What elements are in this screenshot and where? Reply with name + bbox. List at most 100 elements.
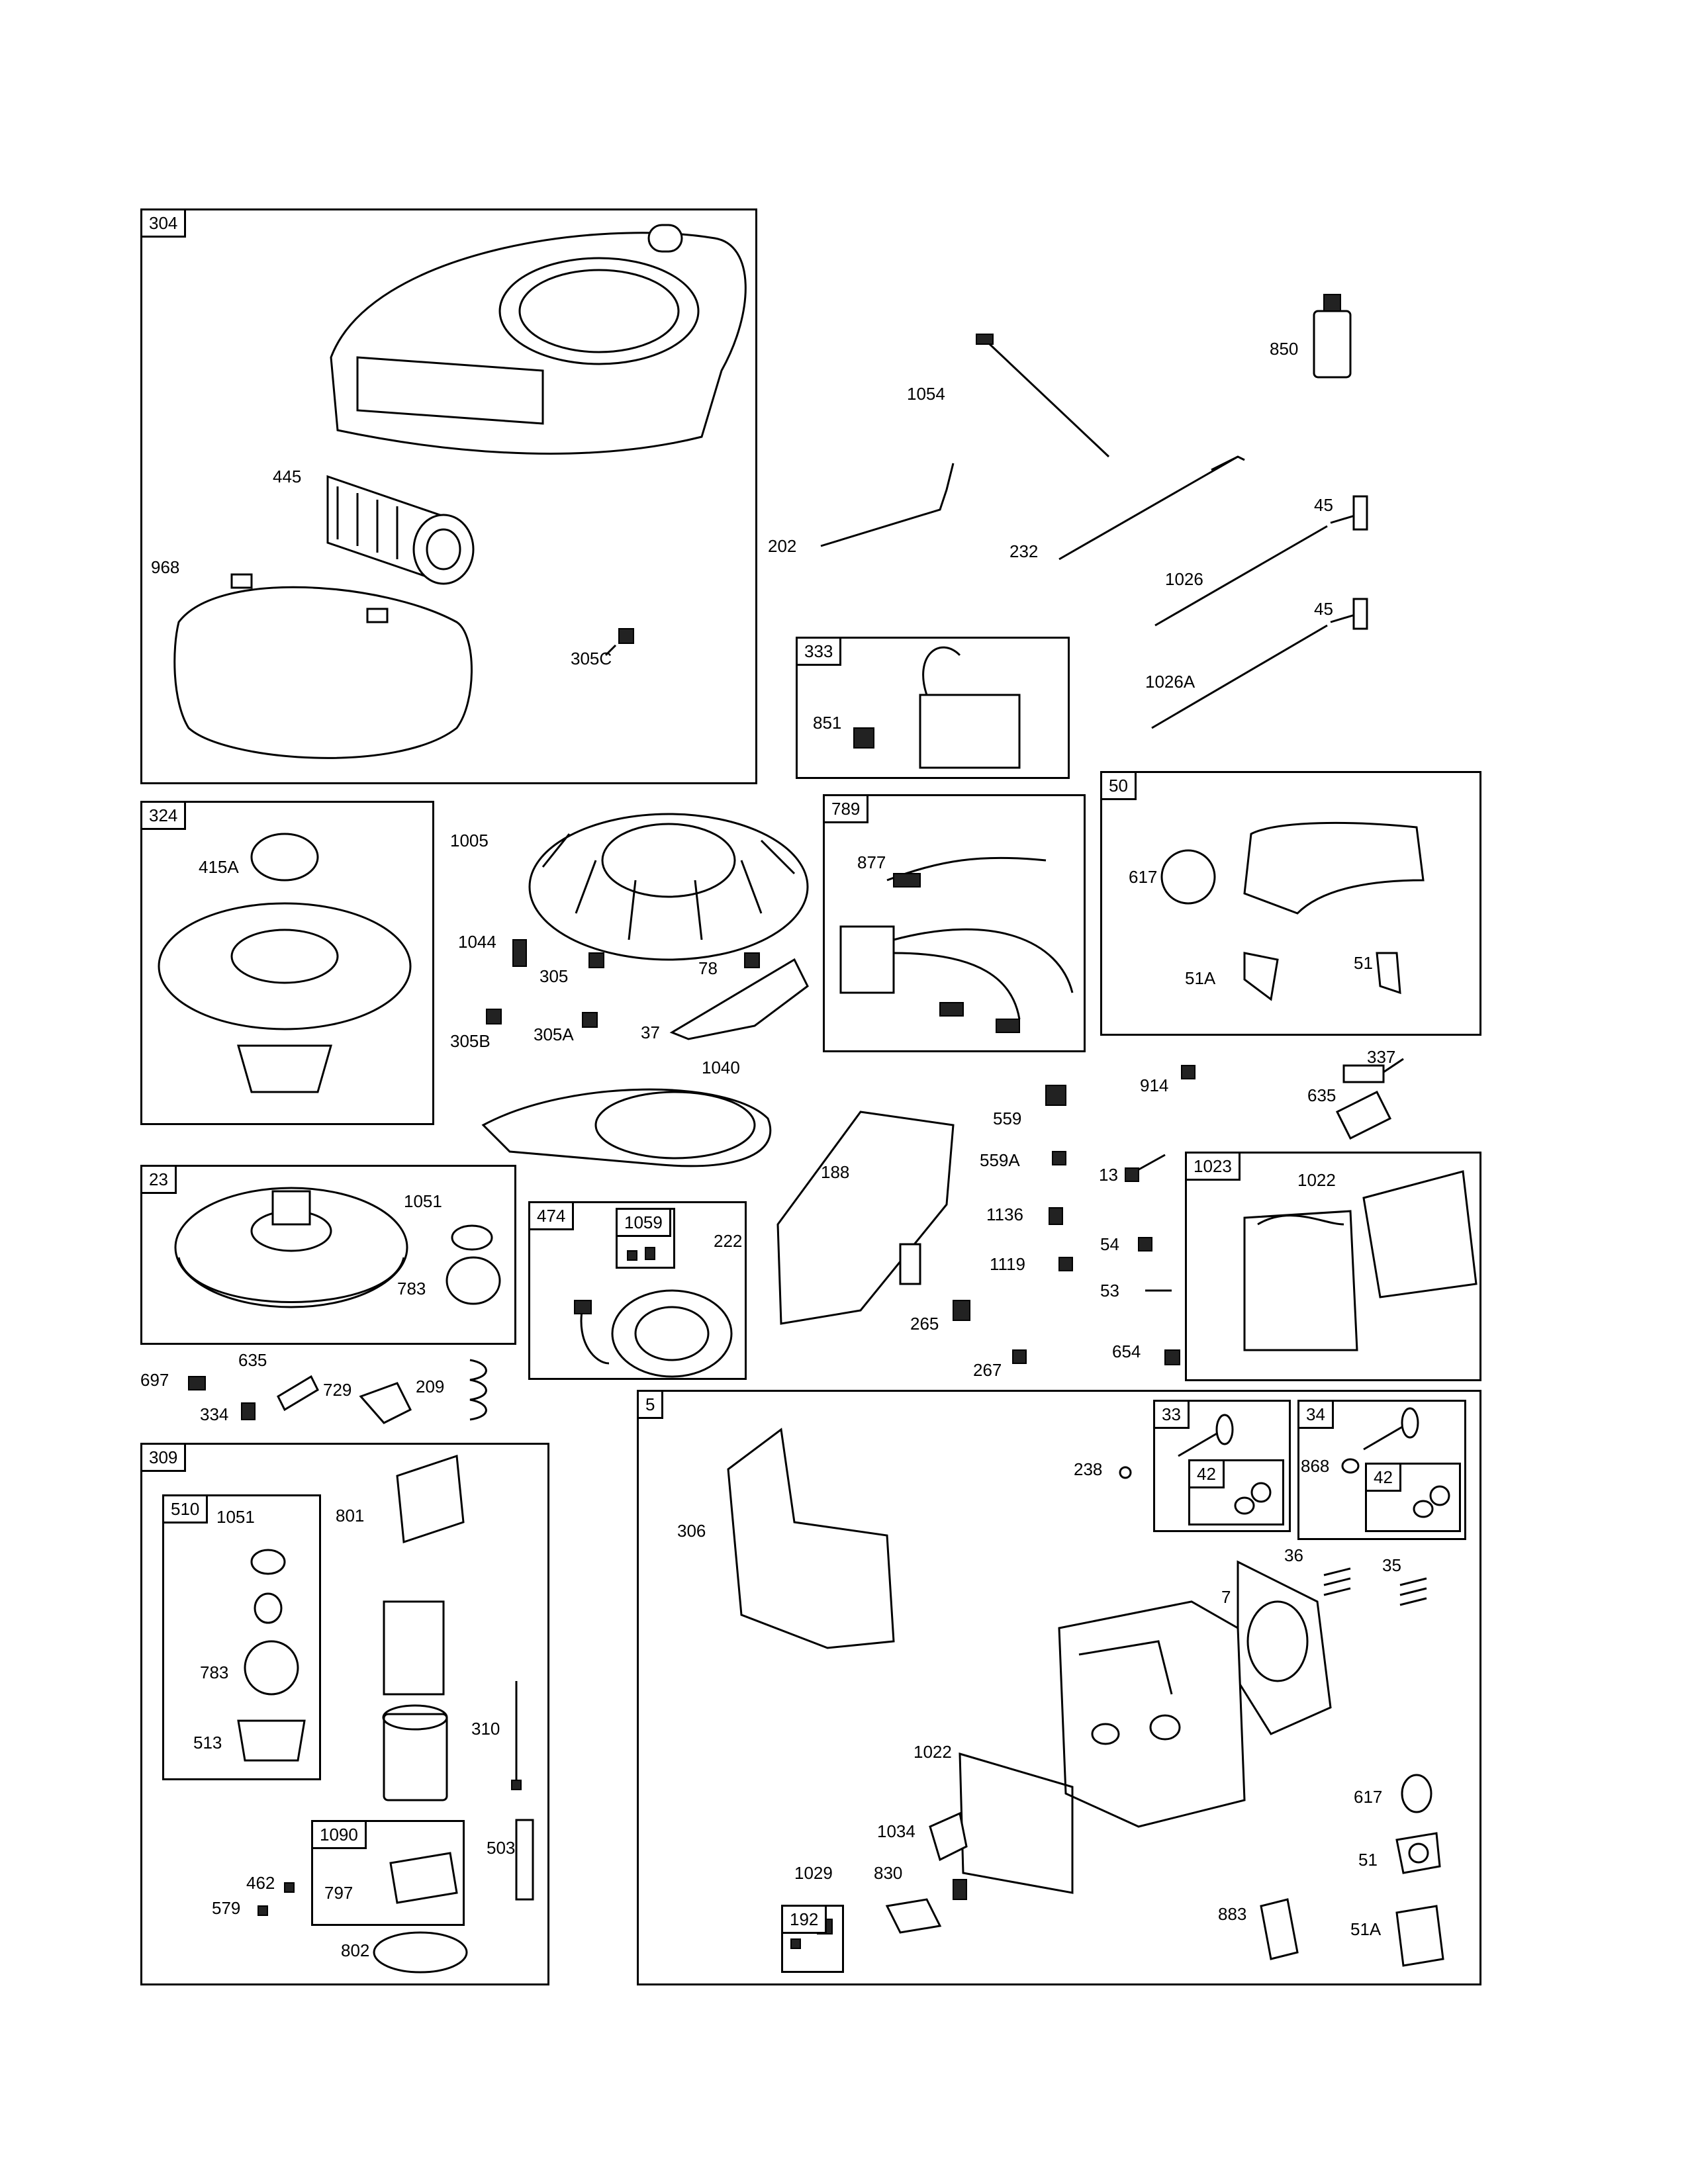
part-238-label: 238 [1074, 1459, 1103, 1479]
group-5: 5 [637, 1390, 1481, 1985]
part-305b-label: 305B [450, 1031, 491, 1051]
group-309-label: 309 [140, 1443, 187, 1472]
group-324-label: 324 [140, 801, 187, 830]
part-265-label: 265 [910, 1314, 939, 1334]
part-7-label: 7 [1221, 1587, 1231, 1607]
group-510: 510 [162, 1494, 321, 1780]
group-309: 309 [140, 1443, 549, 1985]
part-1005-label: 1005 [450, 831, 489, 850]
group-1023: 1023 [1185, 1152, 1481, 1381]
starter-gear-drawing [445, 1224, 501, 1305]
part-697-label: 697 [140, 1370, 169, 1390]
part-1054-label: 1054 [907, 384, 945, 404]
part-883-label: 883 [1218, 1904, 1247, 1924]
blower-housing-drawing [330, 224, 747, 455]
group-192-label: 192 [781, 1905, 827, 1934]
air-guide-306-drawing [727, 1428, 895, 1649]
group-33: 33 [1153, 1400, 1291, 1532]
breather-tube-drawing [1335, 1090, 1392, 1140]
part-53-label: 53 [1100, 1281, 1119, 1300]
baffle-drawing [481, 1088, 772, 1167]
part-222-label: 222 [714, 1231, 743, 1251]
group-42-a: 42 [1188, 1459, 1284, 1525]
part-462-label: 462 [246, 1873, 275, 1893]
group-1090: 1090 [311, 1820, 465, 1926]
group-333: 333 [796, 637, 1070, 779]
group-304-label: 304 [140, 208, 187, 238]
part-1034-label: 1034 [877, 1821, 915, 1841]
group-34-label: 34 [1297, 1400, 1334, 1429]
part-850-label: 850 [1270, 339, 1299, 359]
air-filter-drawing [326, 475, 475, 585]
group-1090-label: 1090 [311, 1820, 367, 1849]
group-23-label: 23 [140, 1165, 177, 1194]
part-635-top-label: 635 [1307, 1085, 1336, 1105]
link-232-drawing [1058, 455, 1245, 561]
intake-gaskets-drawing [1260, 1774, 1444, 1967]
group-474-label: 474 [528, 1201, 575, 1230]
screw-305c-drawing [604, 628, 634, 657]
group-42-b-label: 42 [1365, 1463, 1401, 1492]
link-202-drawing [820, 463, 955, 547]
group-42-a-label: 42 [1188, 1459, 1225, 1488]
part-1029-label: 1029 [794, 1863, 833, 1883]
part-36-label: 36 [1284, 1545, 1303, 1565]
valve-cover-drawing [1243, 1170, 1477, 1351]
part-1026a-label: 1026A [1145, 672, 1196, 692]
part-202-label: 202 [768, 536, 797, 556]
part-37-label: 37 [641, 1023, 660, 1042]
part-783-top-label: 783 [397, 1279, 426, 1298]
valve-45-bottom-drawing [1151, 598, 1368, 729]
part-783-bottom-label: 783 [200, 1662, 229, 1682]
ignition-coil-drawing [853, 646, 1021, 769]
part-35-label: 35 [1382, 1555, 1401, 1575]
part-51a-top-label: 51A [1185, 968, 1216, 988]
part-729-label: 729 [323, 1380, 352, 1400]
part-305a-label: 305A [534, 1024, 574, 1044]
spark-plug-drawing [1342, 1058, 1404, 1083]
bolts-drawing [953, 1065, 1196, 1365]
group-1059: 1059 [616, 1208, 675, 1269]
misc-row-drawing [188, 1359, 487, 1424]
part-51-bottom-label: 51 [1358, 1850, 1378, 1870]
part-851-label: 851 [813, 713, 842, 733]
part-188-label: 188 [821, 1162, 850, 1182]
intake-manifold-drawing [1160, 821, 1425, 1001]
part-654-label: 654 [1112, 1342, 1141, 1361]
part-559a-label: 559A [980, 1150, 1020, 1170]
group-192: 192 [781, 1905, 844, 1973]
part-1044-label: 1044 [458, 932, 496, 952]
part-45-bottom-label: 45 [1314, 599, 1333, 619]
part-54-label: 54 [1100, 1234, 1119, 1254]
springs-drawing [1323, 1567, 1427, 1606]
air-cleaner-cover-drawing [173, 573, 473, 759]
cable-tie-drawing [976, 334, 1110, 458]
group-1059-label: 1059 [616, 1208, 671, 1237]
part-617-top-label: 617 [1129, 867, 1158, 887]
part-1051-top-label: 1051 [404, 1191, 442, 1211]
part-267-label: 267 [973, 1360, 1002, 1380]
fan-drawing [528, 813, 809, 961]
group-42-b: 42 [1365, 1463, 1461, 1532]
part-802-label: 802 [341, 1940, 370, 1960]
valve-45-top-drawing [1154, 495, 1368, 627]
group-50: 50 [1100, 771, 1481, 1036]
group-34: 34 [1297, 1400, 1466, 1540]
part-1022-top-label: 1022 [1297, 1170, 1336, 1190]
starter-motor-drawing [382, 1454, 534, 1901]
part-45-top-label: 45 [1314, 495, 1333, 515]
part-579-label: 579 [212, 1898, 241, 1918]
part-801-label: 801 [336, 1506, 365, 1525]
group-510-label: 510 [162, 1494, 209, 1524]
group-333-label: 333 [796, 637, 842, 666]
part-334-label: 334 [200, 1404, 229, 1424]
part-232-label: 232 [1009, 541, 1039, 561]
part-968-label: 968 [151, 557, 180, 577]
brush-holder-drawing [258, 1852, 468, 1974]
group-324: 324 [140, 801, 434, 1125]
part-1119-label: 1119 [990, 1254, 1025, 1274]
part-51-top-label: 51 [1354, 953, 1373, 973]
part-51a-bottom-label: 51A [1350, 1919, 1382, 1939]
part-797-label: 797 [324, 1883, 353, 1903]
